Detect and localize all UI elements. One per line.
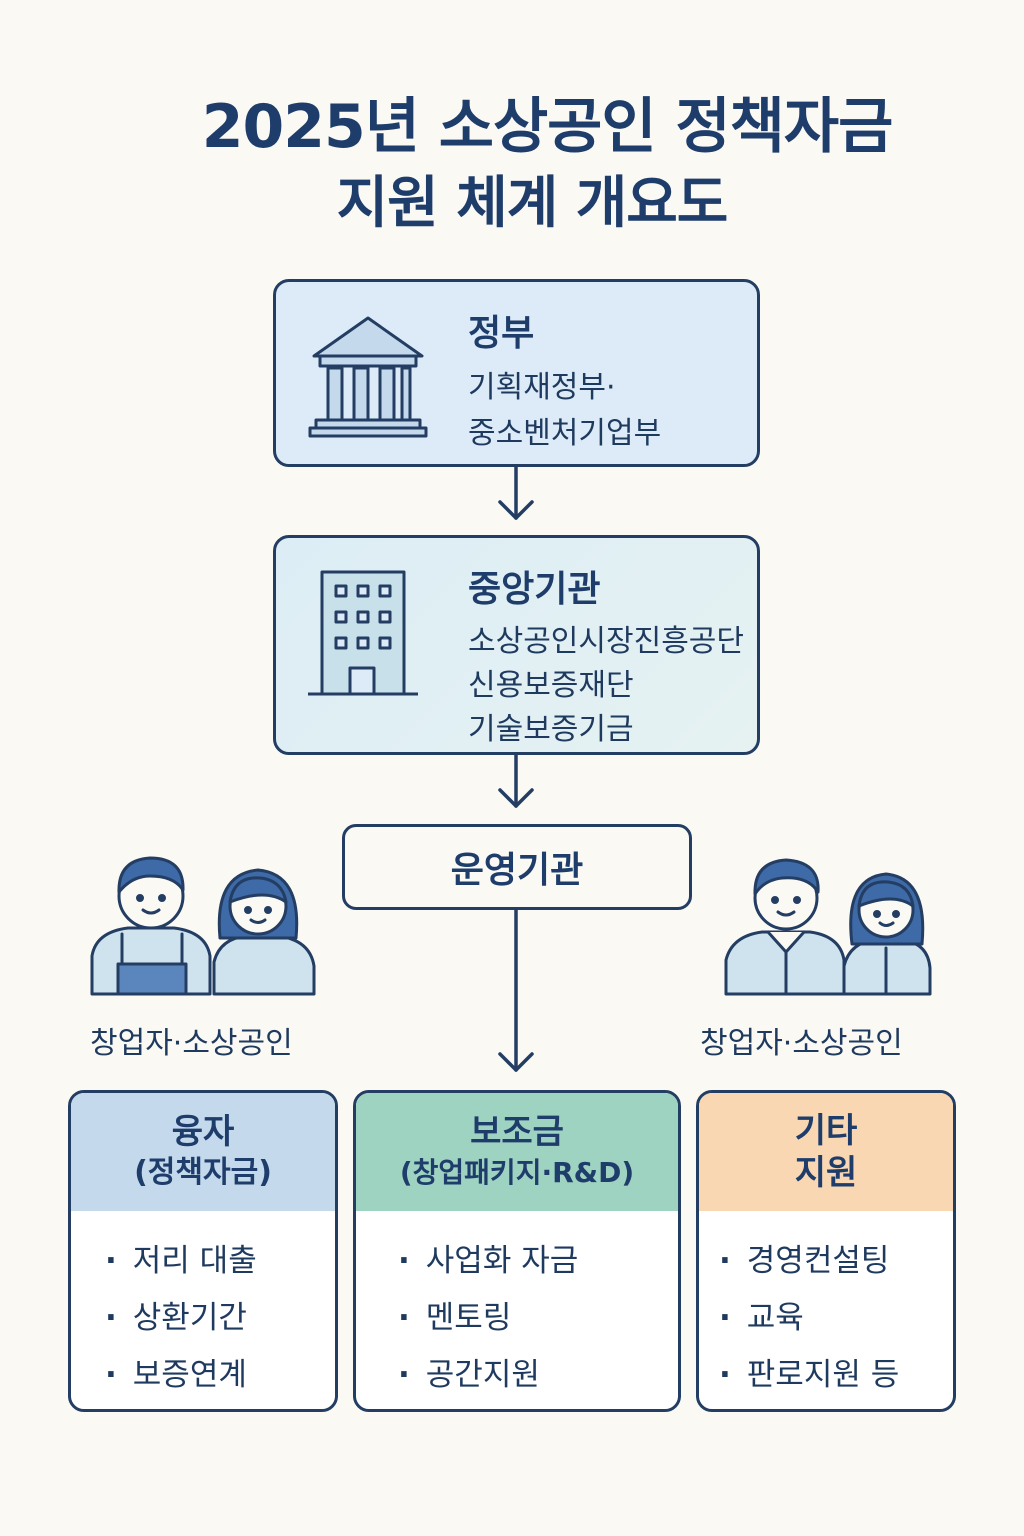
diagram-title-line1: 2025년 소상공인 정책자금 (201, 92, 894, 162)
list-item: 판로지원 등 (719, 1347, 953, 1404)
list-item: 멘토링 (398, 1290, 678, 1347)
card-loan-header: 융자 (정책자금) (71, 1093, 335, 1211)
central-line-3: 기술보증기금 (468, 712, 634, 747)
card-other-subtitle: 지원 (794, 1153, 858, 1193)
government-building-icon (308, 316, 428, 438)
government-line-1: 기획재정부· (468, 370, 616, 405)
central-title: 중앙기관 (468, 569, 601, 610)
central-line-1: 소상공인시장진흥공단 (468, 624, 744, 659)
list-item: 사업화 자금 (398, 1233, 678, 1290)
card-loan-title: 융자 (171, 1112, 235, 1152)
government-line-2: 중소벤처기업부 (468, 416, 662, 451)
operator-title: 운영기관 (450, 850, 584, 891)
central-agency-box: 중앙기관 소상공인시장진흥공단 신용보증재단 기술보증기금 (273, 535, 760, 755)
people-left-label: 창업자·소상공인 (90, 1026, 293, 1061)
list-item: 저리 대출 (105, 1233, 335, 1290)
card-loan-subtitle: (정책자금) (134, 1155, 272, 1190)
arrowhead-operator-to-cards (498, 1052, 534, 1072)
operator-box: 운영기관 (342, 824, 692, 910)
central-line-2: 신용보증재단 (468, 668, 634, 703)
list-item: 경영컨설팅 (719, 1233, 953, 1290)
card-other-title: 기타 (794, 1111, 858, 1151)
card-grant-list: 사업화 자금 멘토링 공간지원 (356, 1211, 678, 1404)
arrowhead-central-to-operator (498, 788, 534, 808)
card-grant-header: 보조금 (창업패키지·R&D) (356, 1093, 678, 1211)
card-grant-subtitle: (창업패키지·R&D) (399, 1156, 635, 1189)
people-right-label: 창업자·소상공인 (700, 1026, 903, 1061)
people-right-icon (724, 858, 932, 996)
card-loan-list: 저리 대출 상환기간 보증연계 (71, 1211, 335, 1404)
card-grant: 보조금 (창업패키지·R&D) 사업화 자금 멘토링 공간지원 (353, 1090, 681, 1412)
government-box: 정부 기획재정부· 중소벤처기업부 (273, 279, 760, 467)
card-other-list: 경영컨설팅 교육 판로지원 등 (699, 1211, 953, 1404)
list-item: 공간지원 (398, 1347, 678, 1404)
government-title: 정부 (468, 313, 535, 354)
people-left-icon (90, 856, 316, 996)
diagram-title-line2: 지원 체계 개요도 (336, 171, 729, 236)
list-item: 교육 (719, 1290, 953, 1347)
card-loan: 융자 (정책자금) 저리 대출 상환기간 보증연계 (68, 1090, 338, 1412)
list-item: 보증연계 (105, 1347, 335, 1404)
card-grant-title: 보조금 (470, 1112, 564, 1152)
arrowhead-gov-to-central (498, 500, 534, 520)
card-other: 기타 지원 경영컨설팅 교육 판로지원 등 (696, 1090, 956, 1412)
list-item: 상환기간 (105, 1290, 335, 1347)
office-building-icon (308, 570, 418, 696)
card-other-header: 기타 지원 (699, 1093, 953, 1211)
